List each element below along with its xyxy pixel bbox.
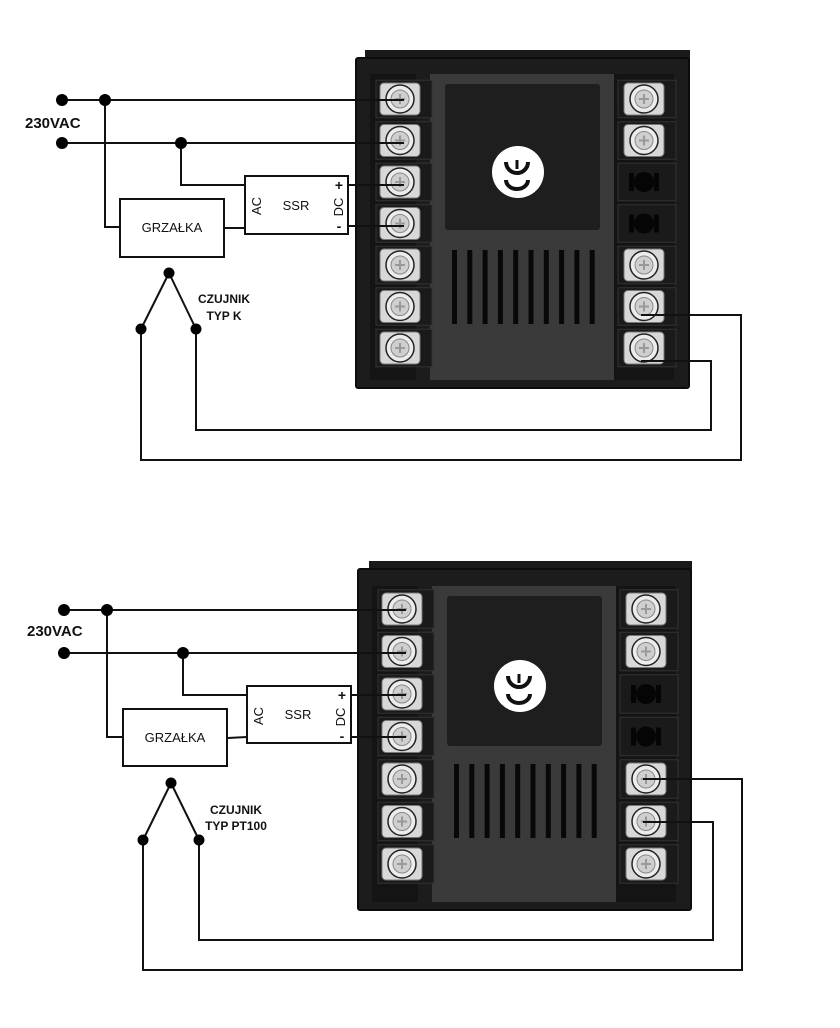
wire-sensor-to-t6 [198, 821, 714, 941]
vent-slots [452, 250, 595, 324]
vent-slot [589, 250, 595, 324]
wires [62, 99, 742, 461]
ssr-label: SSR [283, 198, 310, 213]
wire-heater-supply [104, 100, 120, 228]
heater-box [122, 708, 228, 767]
vent-slot [513, 250, 519, 324]
vent-slot [543, 250, 549, 324]
terminal-12 [379, 248, 421, 282]
sensor-label-line1: CZUJNIK [210, 803, 262, 817]
vent-slot [454, 764, 459, 838]
vent-slot [467, 250, 473, 324]
right-terminal-block [617, 79, 677, 368]
terminal-9 [381, 635, 423, 668]
terminal-12 [381, 762, 423, 796]
terminal-7 [623, 331, 665, 365]
ssr-ac-label: AC [249, 197, 264, 215]
wire-sensor-a [142, 782, 172, 841]
terminal-11 [379, 207, 421, 240]
right-terminal-block [619, 589, 679, 884]
terminal-5 [623, 248, 665, 282]
ssr-minus-label: - [337, 218, 342, 234]
vent-slot [574, 250, 580, 324]
terminal-10 [379, 165, 421, 199]
terminal-2 [625, 635, 667, 668]
terminal-slot-empty-4 [629, 213, 659, 234]
vent-slot [469, 764, 475, 838]
heater-label: GRZAŁKA [142, 220, 203, 235]
wire-sensor-b [170, 782, 200, 841]
terminal-13 [381, 805, 423, 838]
ssr-dc-label: DC [331, 198, 346, 217]
vent-slot [591, 764, 597, 838]
vent-slot [497, 250, 503, 324]
terminal-slot-empty-3 [631, 684, 661, 704]
sensor-label-line1: CZUJNIK [198, 292, 250, 306]
terminal-2 [623, 124, 665, 157]
vent-slot [528, 250, 534, 324]
heater-box [119, 198, 225, 258]
terminal-6 [623, 290, 665, 323]
terminal-1 [625, 592, 667, 626]
wire-sensor-to-t5 [142, 778, 743, 971]
terminal-9 [379, 124, 421, 157]
vent-slot [561, 764, 567, 838]
ssr-plus-label: + [338, 687, 346, 703]
wire-ssr-ac-in [180, 143, 245, 186]
terminal-slot-empty-3 [629, 172, 659, 192]
sensor-label-line2: TYP K [206, 309, 241, 323]
wire-sensor-b [168, 272, 197, 330]
ssr-box [246, 685, 352, 744]
ssr-dc-label: DC [333, 708, 348, 727]
vent-slot [452, 250, 457, 324]
vent-slot [499, 764, 505, 838]
terminal-slot-empty-4 [631, 726, 661, 747]
vent-slot [530, 764, 536, 838]
vent-slot [482, 250, 488, 324]
vent-slot [515, 764, 521, 838]
wire-heater-supply [106, 610, 123, 738]
wiring-diagram-type-k: GRZAŁKA SSR AC DC + - 230VAC CZUJNIK TYP… [25, 50, 742, 461]
vent-slot [484, 764, 490, 838]
wire-heater-ssr [227, 736, 248, 739]
ssr-minus-label: - [340, 728, 345, 744]
vent-slot [559, 250, 565, 324]
terminal-13 [379, 290, 421, 323]
controller-unit [357, 561, 692, 911]
controller-unit [355, 50, 690, 389]
heater-label: GRZAŁKA [145, 730, 206, 745]
wires [64, 609, 743, 971]
wire-sensor-a [140, 272, 170, 330]
sensor-label-line2: TYP PT100 [205, 819, 267, 833]
ce-mark-icon [492, 146, 544, 198]
wire-ssr-ac-in [182, 653, 247, 696]
wire-sensor-to-t6 [140, 314, 742, 461]
junction-dots [56, 94, 202, 335]
terminal-14 [381, 847, 423, 881]
ce-mark-icon [494, 660, 546, 712]
ssr-box [244, 175, 349, 235]
wire-sensor-to-t7 [195, 329, 712, 431]
wiring-diagram-pt100: GRZAŁKA SSR AC DC + - 230VAC CZUJNIK TYP… [27, 561, 743, 971]
supply-voltage-label: 230VAC [25, 115, 81, 132]
vent-slots [454, 764, 597, 838]
vent-slot [545, 764, 551, 838]
terminal-1 [623, 82, 665, 116]
ssr-label: SSR [285, 707, 312, 722]
junction-dots [58, 604, 205, 846]
ssr-ac-label: AC [251, 707, 266, 725]
vent-slot [576, 764, 582, 838]
left-terminal-block [375, 79, 433, 368]
terminal-14 [379, 331, 421, 365]
terminal-7 [625, 847, 667, 881]
supply-voltage-label: 230VAC [27, 623, 83, 640]
ssr-plus-label: + [335, 177, 343, 193]
